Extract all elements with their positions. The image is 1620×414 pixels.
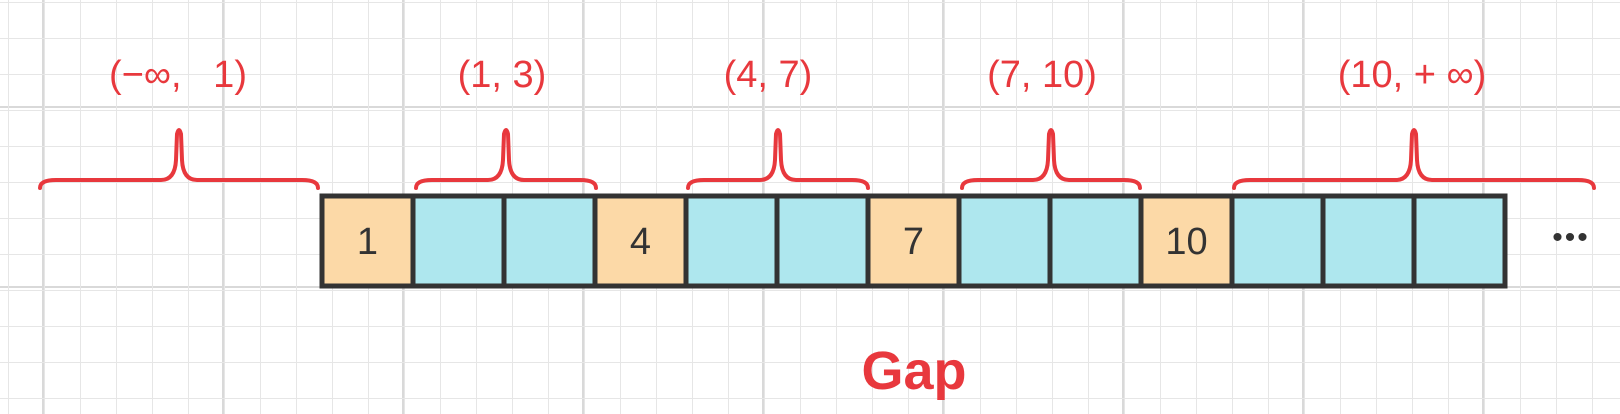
gap-cell: [1411, 193, 1508, 289]
interval-brace: [38, 128, 320, 190]
gap-cell: [1229, 193, 1326, 289]
interval-brace: [414, 128, 598, 190]
interval-label: (−∞, 1): [109, 54, 247, 96]
key-cell-label: 1: [357, 221, 378, 263]
gap-cell: [1047, 193, 1144, 289]
gap-cell: [410, 193, 507, 289]
caption-title: Gap: [861, 341, 966, 401]
interval-brace: [1232, 128, 1596, 190]
interval-label: (10, + ∞): [1338, 54, 1487, 96]
interval-brace: [686, 128, 870, 190]
interval-label: (1, 3): [458, 54, 547, 96]
interval-label: (4, 7): [724, 54, 813, 96]
key-cell-label: 4: [630, 221, 651, 263]
gap-cell: [1320, 193, 1417, 289]
key-cell-label: 10: [1165, 221, 1207, 263]
key-cell-label: 7: [903, 221, 924, 263]
ellipsis-indicator: •••: [1552, 221, 1590, 254]
key-cell: [319, 193, 416, 289]
key-cell: [865, 193, 962, 289]
brace-group: [38, 128, 1596, 190]
gap-cell: [956, 193, 1053, 289]
gap-cell: [501, 193, 598, 289]
record-cell-row: 1 4 7 10: [319, 193, 1508, 289]
interval-label: (7, 10): [987, 54, 1097, 96]
interval-brace: [960, 128, 1142, 190]
key-cell: [592, 193, 689, 289]
gap-cell: [774, 193, 871, 289]
gap-cell: [683, 193, 780, 289]
interval-label-group: (−∞, 1) (1, 3) (4, 7) (7, 10) (10, + ∞): [109, 54, 1486, 96]
